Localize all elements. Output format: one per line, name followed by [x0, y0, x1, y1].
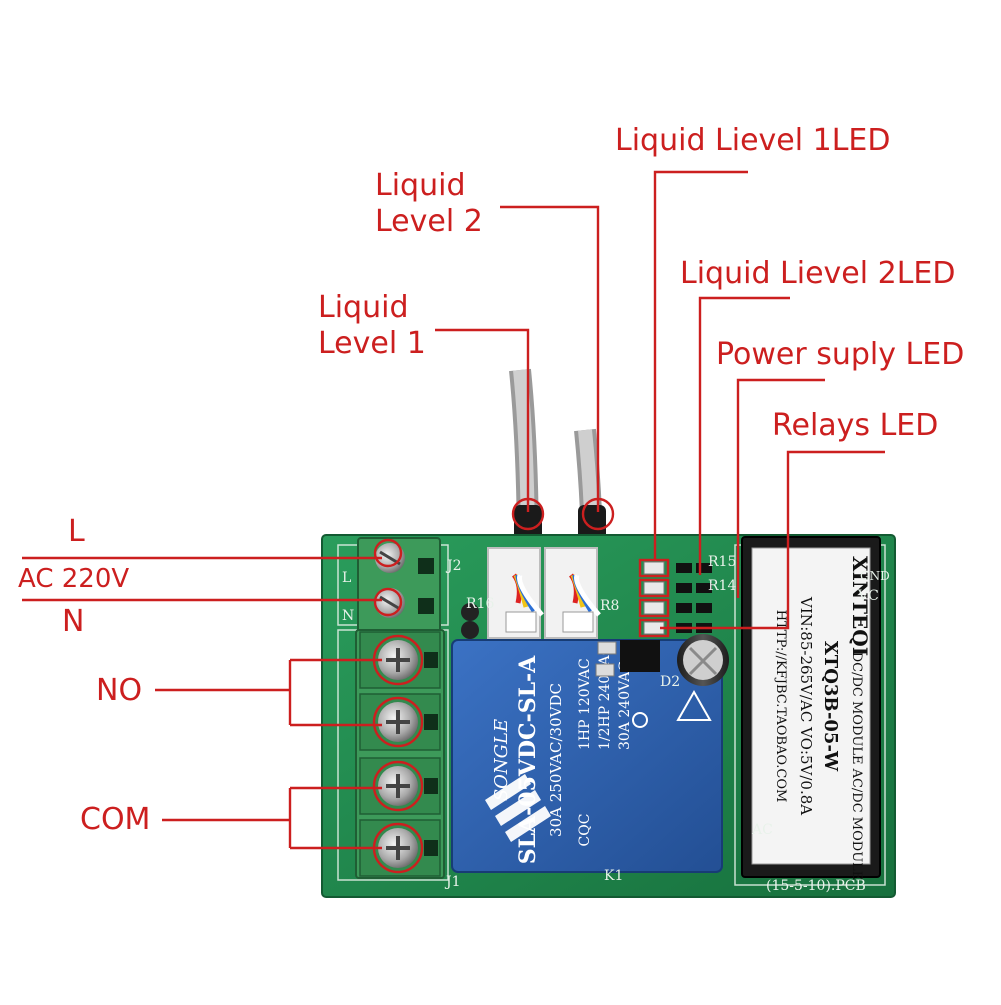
callout-liquid-level-1-led: Liquid Lievel 1LED: [615, 123, 891, 158]
callout-highlights: [372, 497, 670, 874]
module-part: XTQ3B-05-W: [820, 641, 841, 772]
silk-r16: R16: [466, 596, 494, 612]
led-1: [643, 561, 712, 575]
callout-relays-led: Relays LED: [772, 408, 939, 443]
silk-n: N: [342, 608, 354, 624]
silk-r8: R8: [600, 598, 619, 614]
callout-power-supply-led: Power suply LED: [716, 337, 965, 372]
silk-j2: J2: [445, 558, 462, 574]
songle-logo-icon: [485, 774, 551, 842]
terminal-screw-3: [359, 757, 441, 815]
capacitor: [677, 634, 729, 686]
callout-liquid-level-1: Liquid Level 1: [318, 290, 426, 361]
callout-ac-220v: AC 220V: [18, 564, 130, 594]
callout-liquid-level-2: Liquid Level 2: [375, 168, 483, 239]
led-2: [643, 581, 712, 595]
relay-rating: 30A 250VAC/30VDC: [547, 683, 565, 837]
terminal-screw-4: [359, 819, 441, 877]
callout-com: COM: [80, 802, 151, 837]
relay-cert: CQC: [577, 814, 593, 847]
callout-n: N: [62, 604, 85, 639]
relay-brand: SONGLE: [491, 719, 512, 801]
silk-l: L: [342, 570, 351, 586]
relay-rating-line-1: 1HP 120VAC: [577, 658, 593, 750]
relay-rating-line-3: 30A 240VAC: [617, 661, 633, 750]
module-brand: XINTEQI: [848, 556, 872, 656]
power-module: XINTEQI DC/DC MODULE AC/DC MODULE XTQ3B-…: [741, 536, 881, 881]
power-terminal-block: [357, 537, 441, 633]
callout-l: L: [68, 514, 85, 549]
relay-component: SONGLE SLA-05VDC-SL-A 30A 250VAC/30VDC C…: [451, 639, 723, 873]
silk-j1: J1: [444, 874, 461, 890]
silk-gnd: GND: [860, 569, 890, 583]
silk-k1: K1: [604, 868, 623, 884]
relay-rating-line-2: 1/2HP 240VAC: [597, 645, 613, 750]
warning-triangle-icon: [676, 689, 712, 721]
silk-r14: R14: [708, 578, 736, 594]
callout-no: NO: [96, 673, 143, 708]
silk-r15: R15: [708, 554, 736, 570]
silk-d2: D2: [660, 674, 680, 690]
callout-lines: [22, 170, 885, 850]
silk-ac: AC: [751, 822, 773, 838]
ul-mark-icon: [632, 712, 648, 728]
connector-wires-1: [505, 573, 544, 633]
level-connectors: [487, 547, 601, 639]
module-title: DC/DC MODULE AC/DC MODULE: [849, 652, 864, 881]
relay-terminal-block: [355, 629, 445, 879]
callout-liquid-level-2-led: Liquid Lievel 2LED: [680, 256, 956, 291]
led-3: [643, 601, 712, 615]
terminal-screw-2: [359, 693, 441, 751]
connector-wires-2: [562, 573, 601, 633]
silk-vc: VC: [857, 588, 879, 604]
module-spec: VIN:85-265V/AC VO:5V/0.8A: [797, 596, 815, 815]
pcb-label: (15-5-10).PCB: [766, 878, 866, 894]
transistor-chip: [620, 640, 660, 672]
module-url: HTTP://KFJBC.TAOBAO.COM: [773, 610, 788, 803]
